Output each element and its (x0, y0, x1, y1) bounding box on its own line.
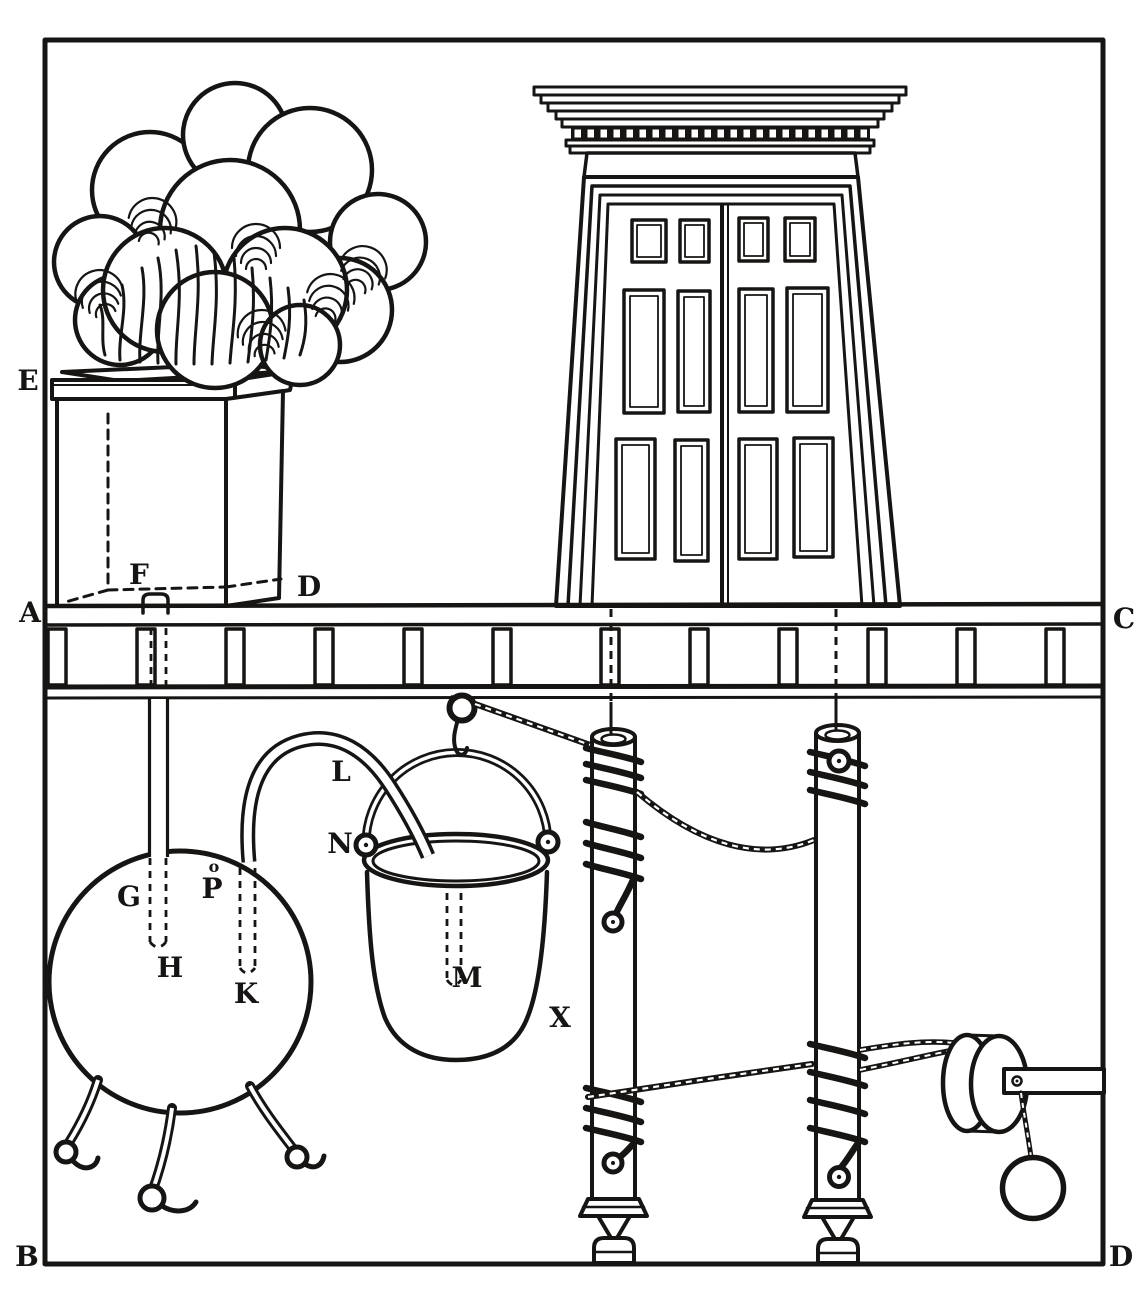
door-panel (783, 216, 817, 263)
pulley-assembly (446, 692, 595, 757)
door-panel (785, 286, 830, 414)
spindle-point (820, 1215, 856, 1246)
label-d-corner: D (1109, 1240, 1133, 1273)
door-panel (614, 437, 657, 561)
rope-pulley-to-spindle (473, 701, 595, 749)
label-x: X (549, 1001, 571, 1034)
label-f: F (129, 558, 149, 591)
label-c: C (1113, 602, 1135, 635)
platform-post (688, 627, 710, 687)
part-labels: E A B C D D F G H P o K L N M X (15, 364, 1135, 1273)
pulley-ring (446, 692, 478, 724)
altar-hidden-edges (60, 412, 283, 605)
platform (44, 601, 1104, 700)
door-panel (630, 218, 668, 264)
platform-post (1044, 627, 1066, 687)
label-l: L (331, 755, 351, 788)
counterweight (940, 1032, 1106, 1222)
platform-bottom-line (44, 683, 1104, 690)
door-panel (673, 438, 710, 563)
platform-front-line (44, 622, 1104, 627)
platform-post (313, 627, 335, 687)
platform-post (224, 627, 246, 687)
stand-foot-scroll (53, 1139, 79, 1165)
platform-post (955, 627, 977, 687)
border-frame (42, 37, 1106, 1267)
label-p: P (201, 872, 222, 905)
door-frieze (582, 151, 860, 179)
platform-underside-line (44, 695, 1104, 700)
platform-top-line (44, 601, 1104, 609)
label-m: M (452, 961, 483, 994)
bucket (353, 748, 561, 1063)
door-panels (614, 216, 835, 563)
spindle-socket (592, 1236, 636, 1265)
label-n: N (327, 827, 353, 860)
door-panel (737, 287, 775, 414)
ropes (585, 789, 958, 1100)
label-h: H (157, 951, 183, 984)
platform-post (402, 627, 424, 687)
rope-sag (634, 789, 817, 853)
spindle-point (596, 1214, 632, 1245)
door-panel (676, 289, 712, 414)
label-k: K (234, 977, 260, 1010)
door-panel (622, 288, 666, 415)
platform-post (866, 627, 888, 687)
altar-tube (147, 628, 170, 949)
sphere-stand (53, 1075, 327, 1214)
label-a: A (18, 596, 42, 629)
smoke-plume (51, 80, 429, 391)
cornice (532, 85, 908, 129)
platform-post (491, 627, 513, 687)
door-panel-inner-lines (621, 222, 828, 556)
left-spindle (578, 609, 649, 1265)
door-panel (678, 218, 711, 264)
siphon-tube (240, 731, 435, 863)
platform-post (46, 627, 68, 687)
label-b: B (15, 1240, 39, 1273)
door-panel (792, 436, 835, 559)
bucket-rim-inner (371, 839, 541, 883)
spindle-socket (816, 1237, 860, 1265)
weight-ball (999, 1154, 1067, 1222)
label-d-altar: D (297, 570, 321, 603)
door-panel (737, 437, 779, 561)
label-o: o (209, 857, 220, 876)
platform-post (777, 627, 799, 687)
right-spindle (802, 609, 873, 1265)
temple-door (532, 85, 908, 608)
boiler-sphere (46, 628, 327, 1214)
rope-coils (806, 748, 869, 1170)
altar-pipe-stub (141, 592, 170, 615)
stand-foot-scroll (137, 1183, 167, 1213)
label-g: G (117, 880, 141, 913)
altar (50, 362, 298, 615)
dentil-row (571, 126, 870, 141)
altar-body-side (224, 389, 285, 608)
stand-foot-scroll (284, 1144, 310, 1170)
siphon-leg-hidden (238, 868, 257, 975)
flame-streaks (98, 244, 308, 366)
bucket-body (364, 869, 550, 1063)
bucket-tube-hidden (445, 893, 463, 987)
platform-posts (46, 627, 1066, 687)
sphere (46, 848, 314, 1116)
door-panel (737, 216, 770, 263)
bucket-hook (452, 717, 469, 757)
label-e: E (17, 364, 38, 397)
bucket-rim (361, 831, 551, 889)
